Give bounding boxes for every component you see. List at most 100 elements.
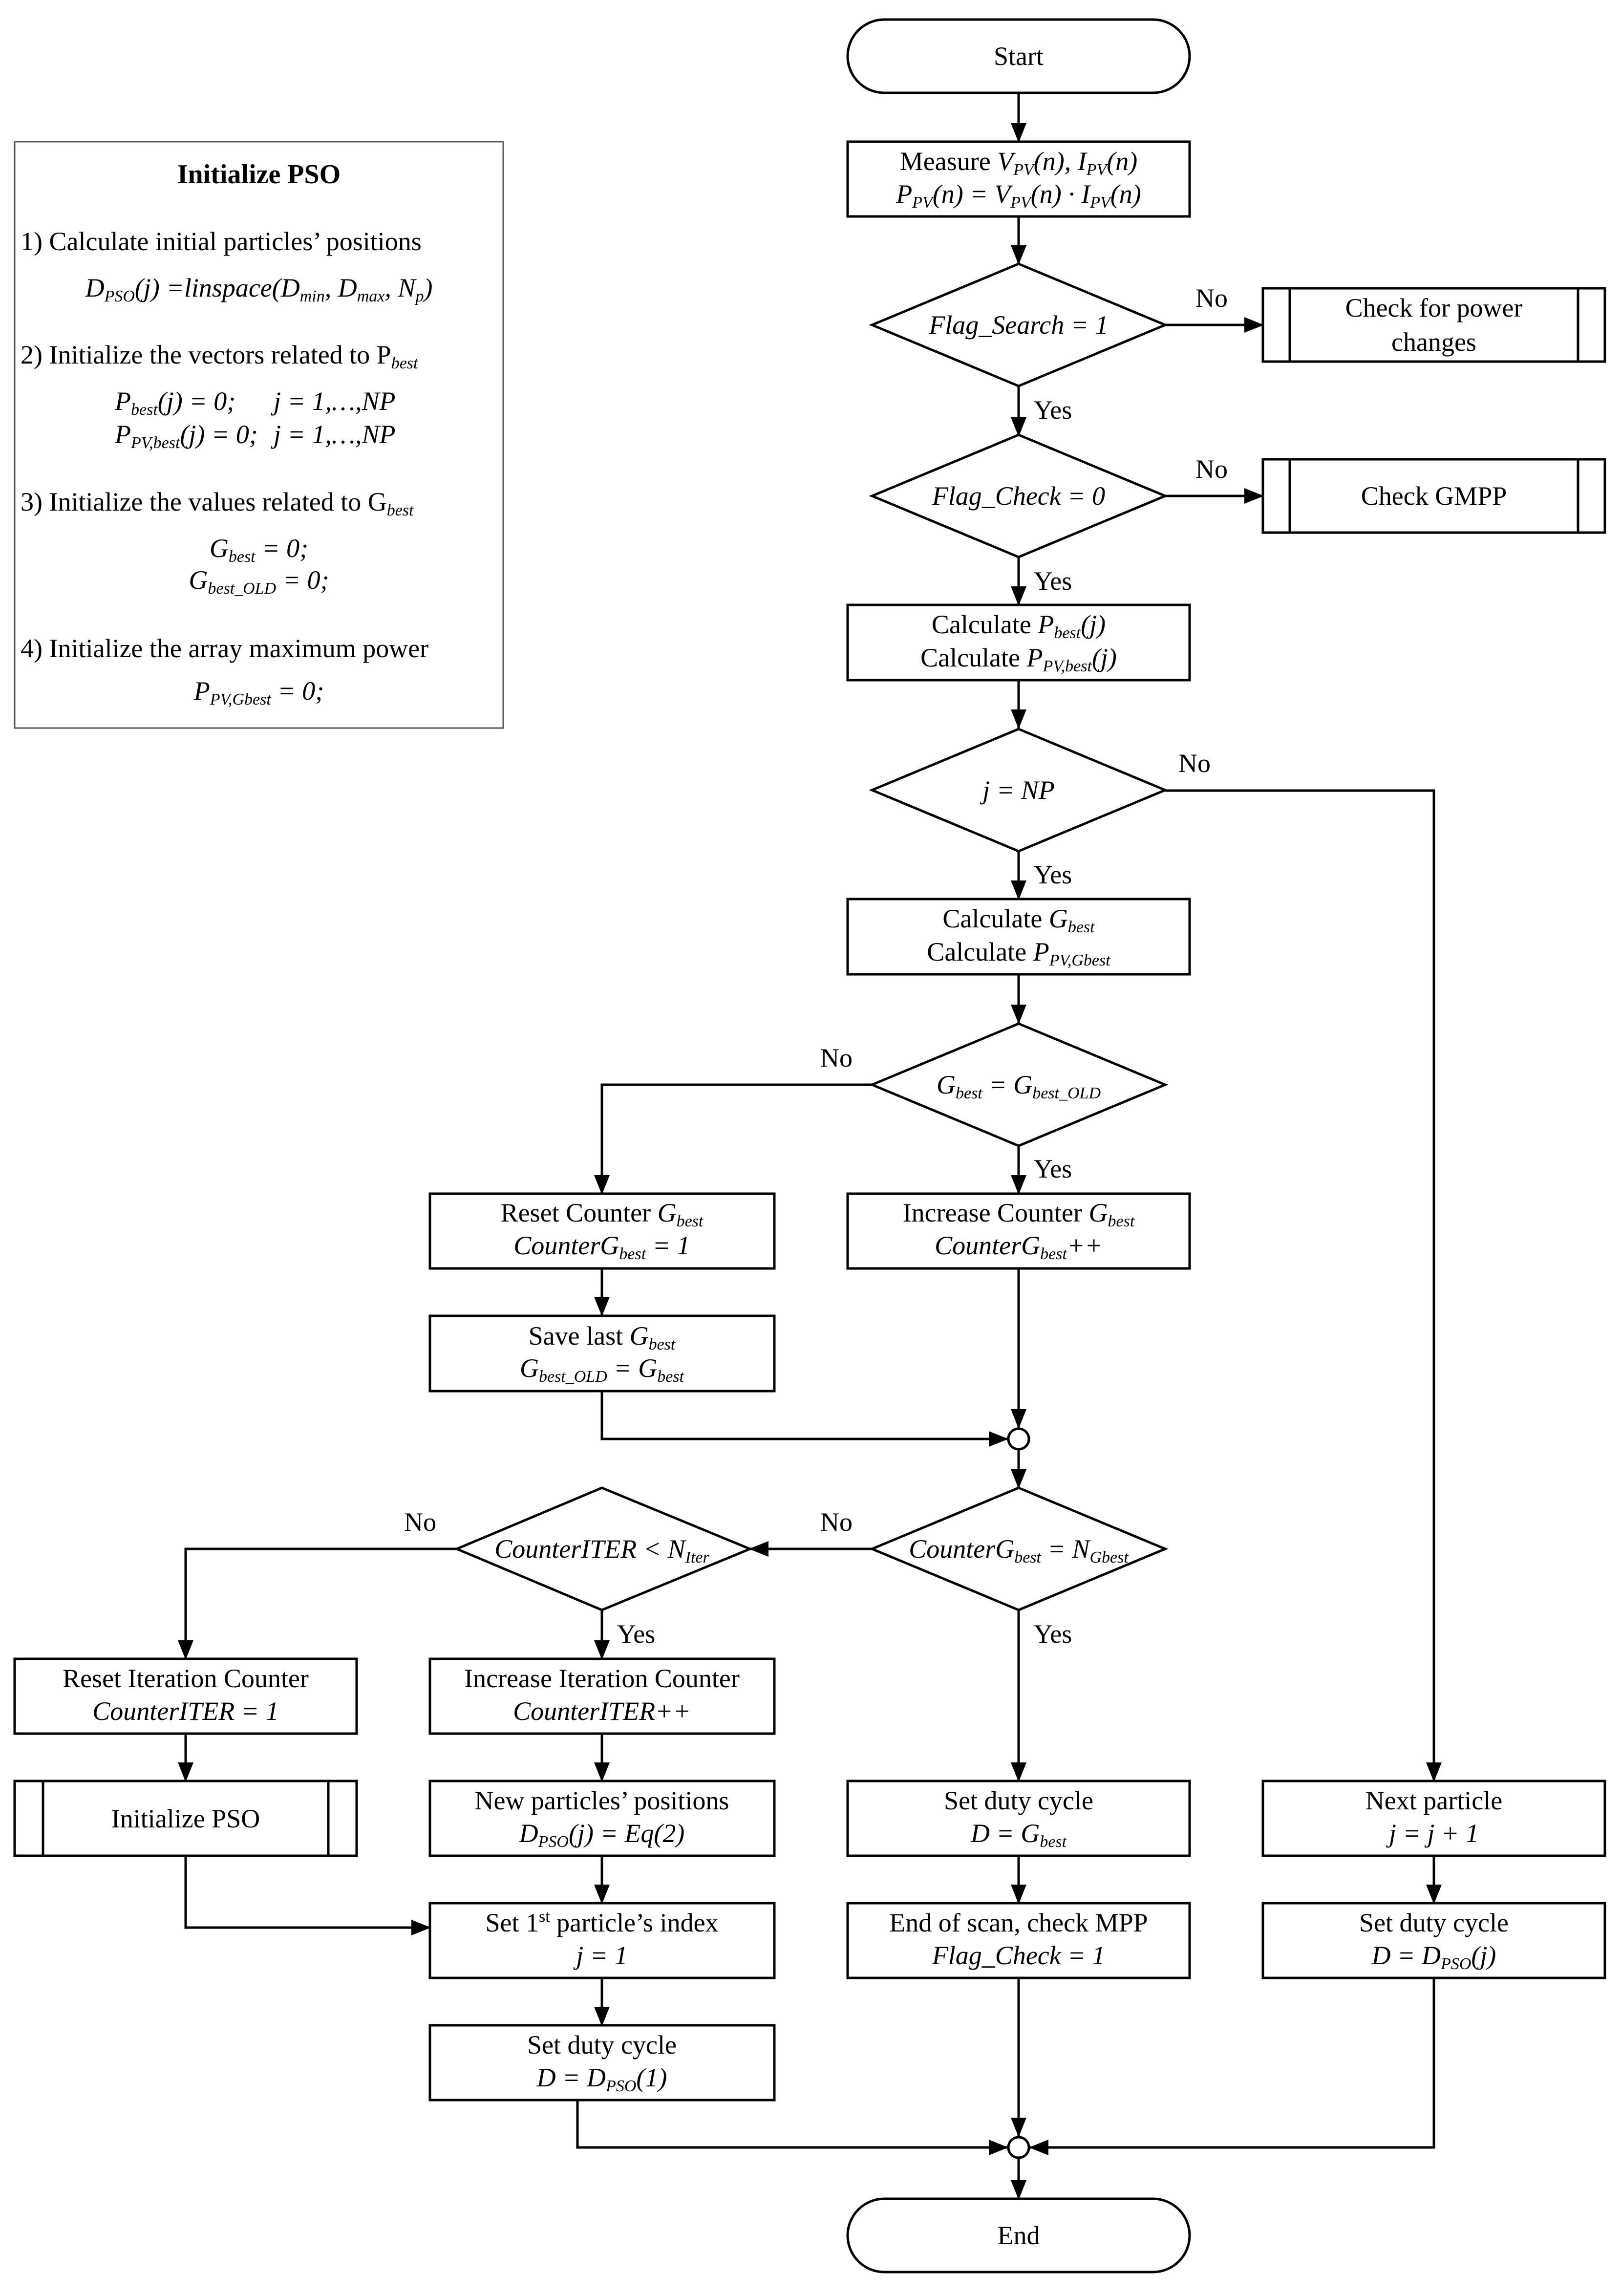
gbest-eq-label: Gbest = Gbest_OLD (937, 1070, 1101, 1102)
init-step-4: 4) Initialize the array maximum power (21, 634, 428, 663)
edge-save-join (600, 1391, 1008, 1447)
edge-labels: No Yes No Yes No Yes No Yes No Yes No Ye… (404, 283, 1228, 1649)
label-yes: Yes (1034, 1619, 1072, 1649)
label-yes: Yes (1034, 566, 1072, 596)
init-eq-4: PPV,Gbest = 0; (193, 676, 324, 708)
init-step-3: 3) Initialize the values related to Gbes… (21, 487, 414, 519)
label-no: No (1195, 454, 1228, 484)
flag-check-label: Flag_Check = 0 (932, 481, 1105, 511)
init-eq-2b-range: j = 1,…,NP (271, 420, 395, 449)
set-duty-gbest-line-1: Set duty cycle (944, 1786, 1093, 1815)
check-power-line-2: changes (1391, 327, 1476, 357)
init-eq-1: DPSO(j) =linspace(Dmin, Dmax, Np) (85, 273, 433, 305)
init-eq-2b: PPV,best(j) = 0; (114, 420, 258, 452)
next-particle-line-1: Next particle (1365, 1786, 1502, 1815)
init-eq-3b: Gbest_OLD = 0; (189, 565, 329, 598)
increase-iter-line-2: CounterITER++ (513, 1696, 691, 1726)
end-scan-line-2: Flag_Check = 1 (932, 1941, 1105, 1970)
junction-circle (1007, 1427, 1030, 1451)
calc-pbest-line-1: Calculate Pbest(j) (932, 610, 1106, 642)
calc-pbest-process: Calculate Pbest(j) Calculate PPV,best(j) (846, 603, 1191, 682)
new-positions-process: New particles’ positions DPSO(j) = Eq(2) (428, 1780, 776, 1857)
edge-dutypsoj-join (1029, 1978, 1435, 2155)
set-duty-gbest-process: Set duty cycle D = Gbest (846, 1780, 1191, 1857)
label-no: No (1178, 749, 1211, 778)
measure-process: Measure VPV(n), IPV(n) PPV(n) = VPV(n) ·… (846, 140, 1191, 218)
init-pso-panel-border (14, 141, 504, 729)
new-positions-line-2: DPSO(j) = Eq(2) (519, 1819, 685, 1851)
reset-iter-line-1: Reset Iteration Counter (63, 1664, 309, 1693)
increase-counter-line-1: Increase Counter Gbest (903, 1198, 1135, 1230)
reset-iter-process: Reset Iteration Counter CounterITER = 1 (13, 1657, 358, 1735)
end-terminal: End (846, 2197, 1191, 2274)
counter-iter-label: CounterITER < NIter (494, 1534, 709, 1566)
label-yes: Yes (1034, 1154, 1072, 1183)
save-last-line-1: Save last Gbest (529, 1321, 676, 1353)
next-particle-process: Next particle j = j + 1 (1261, 1780, 1606, 1857)
set-duty-pso1-process: Set duty cycle D = DPSO(1) (428, 2024, 776, 2102)
edge-gbesteq-no (594, 1083, 872, 1195)
j-np-label: j = NP (980, 775, 1054, 805)
start-label: Start (994, 42, 1044, 71)
connectors (178, 93, 1442, 2200)
increase-iter-line-1: Increase Iteration Counter (464, 1664, 740, 1693)
set-duty-gbest-line-2: D = Gbest (970, 1819, 1067, 1851)
set-duty-psoj-line-2: D = DPSO(j) (1371, 1941, 1496, 1973)
set-first-line-2: j = 1 (573, 1941, 627, 1970)
save-last-process: Save last Gbest Gbest_OLD = Gbest (428, 1314, 776, 1393)
end-scan-line-1: End of scan, check MPP (889, 1908, 1148, 1937)
check-power-subprocess: Check for power changes (1261, 287, 1606, 363)
increase-counter-line-2: CounterGbest++ (935, 1231, 1103, 1263)
junction-circle (1007, 2136, 1030, 2159)
calc-gbest-line-1: Calculate Gbest (942, 904, 1095, 936)
reset-counter-line-1: Reset Counter Gbest (501, 1198, 704, 1230)
calc-gbest-line-2: Calculate PPV,Gbest (927, 937, 1111, 969)
check-power-line-1: Check for power (1345, 293, 1523, 322)
counter-gbest-decision: CounterGbest = NGbest (869, 1486, 1169, 1611)
end-label: End (998, 2221, 1040, 2250)
label-yes: Yes (1034, 395, 1072, 425)
init-eq-2a-range: j = 1,…,NP (271, 386, 395, 416)
calc-pbest-line-2: Calculate PPV,best(j) (920, 643, 1117, 675)
label-yes: Yes (1034, 860, 1072, 889)
label-no: No (404, 1507, 436, 1537)
label-no: No (820, 1507, 853, 1537)
measure-line-2: PPV(n) = VPV(n) · IPV(n) (896, 179, 1141, 212)
next-particle-line-2: j = j + 1 (1386, 1819, 1479, 1848)
edge-counteriter-no (178, 1547, 457, 1660)
counter-gbest-label: CounterGbest = NGbest (909, 1534, 1129, 1566)
init-pso-subprocess: Initialize PSO (13, 1780, 358, 1857)
edge-initpso-setfirst (184, 1856, 431, 1935)
set-duty-psoj-line-1: Set duty cycle (1359, 1908, 1509, 1937)
flag-search-decision: Flag_Search = 1 (869, 262, 1169, 387)
init-pso-panel: Initialize PSO 1) Calculate initial part… (14, 141, 504, 729)
flag-search-label: Flag_Search = 1 (928, 310, 1108, 340)
calc-gbest-process: Calculate Gbest Calculate PPV,Gbest (846, 898, 1191, 976)
init-pso-label: Initialize PSO (111, 1804, 260, 1833)
end-scan-process: End of scan, check MPP Flag_Check = 1 (846, 1902, 1191, 1979)
save-last-line-2: Gbest_OLD = Gbest (520, 1353, 685, 1386)
init-pso-title: Initialize PSO (177, 159, 341, 190)
j-np-decision: j = NP (869, 728, 1169, 853)
counter-iter-decision: CounterITER < NIter (453, 1486, 753, 1611)
increase-iter-process: Increase Iteration Counter CounterITER++ (428, 1657, 776, 1735)
gbest-eq-decision: Gbest = Gbest_OLD (869, 1022, 1169, 1147)
new-positions-line-1: New particles’ positions (475, 1786, 729, 1815)
label-no: No (820, 1043, 853, 1073)
increase-counter-process: Increase Counter Gbest CounterGbest++ (846, 1192, 1191, 1270)
set-first-line-1: Set 1st particle’s index (485, 1908, 718, 1937)
reset-iter-line-2: CounterITER = 1 (92, 1696, 278, 1726)
check-gmpp-label: Check GMPP (1361, 481, 1507, 511)
init-step-1: 1) Calculate initial particles’ position… (21, 227, 422, 256)
init-step-2: 2) Initialize the vectors related to Pbe… (21, 340, 419, 372)
set-duty-psoj-process: Set duty cycle D = DPSO(j) (1261, 1902, 1606, 1979)
reset-counter-line-2: CounterGbest = 1 (513, 1231, 690, 1263)
set-duty-pso1-line-2: D = DPSO(1) (536, 2063, 667, 2095)
label-yes: Yes (617, 1619, 656, 1649)
reset-counter-process: Reset Counter Gbest CounterGbest = 1 (428, 1192, 776, 1270)
init-eq-2a: Pbest(j) = 0; (114, 386, 235, 419)
label-no: No (1195, 283, 1228, 313)
edge-duty-join (576, 2100, 1008, 2155)
